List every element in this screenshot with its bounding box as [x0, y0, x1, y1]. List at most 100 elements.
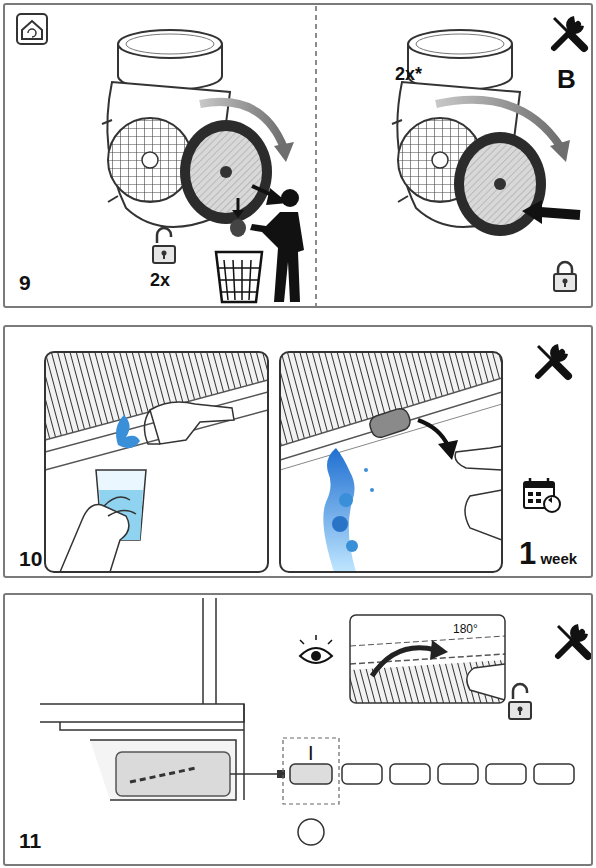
filter-release-step: [418, 420, 448, 446]
angle-label: 180°: [453, 623, 478, 636]
filter-wet-step: [144, 410, 160, 444]
filter-flip-inset: [350, 615, 505, 703]
tools-icon: [558, 624, 588, 656]
dispose-icon: [237, 198, 240, 212]
filter-release-step: [280, 378, 502, 460]
filter-release-step: [455, 446, 502, 470]
step-panel: 9 2x 2x* B: [3, 3, 593, 308]
filter-release-step: [370, 488, 374, 492]
blower-removal: [274, 142, 294, 162]
blower-removal: [102, 30, 294, 227]
control-panel: [486, 764, 526, 784]
filter-wet-step: [45, 352, 268, 572]
blower-fitting: [550, 140, 570, 162]
calendar-icon: [524, 482, 554, 488]
control-panel: [390, 764, 430, 784]
hood-outline: [243, 704, 245, 800]
hood-outline: [90, 740, 236, 800]
dispose-icon: [232, 210, 244, 218]
hood-outline: [203, 598, 216, 704]
filter-release-step: [280, 352, 502, 572]
filter-release-step: [368, 406, 413, 439]
dispose-icon: [216, 252, 262, 302]
dispose-icon: [216, 189, 304, 302]
control-panel: [342, 764, 382, 784]
house-icon: [17, 14, 47, 44]
filter-wet-step: [60, 505, 129, 572]
filter-wet-step: [45, 352, 268, 572]
step-number: 9: [19, 271, 31, 294]
house-icon: [22, 21, 42, 39]
filter-wet-step: [116, 415, 140, 448]
tools-icon: [538, 344, 568, 376]
calendar-icon: [530, 478, 548, 486]
calendar-icon: [548, 497, 552, 503]
calendar-icon: [524, 478, 560, 512]
filter-flip-inset: [350, 636, 505, 703]
filter-release-step: [465, 490, 502, 540]
repeat-count: 2x*: [395, 65, 422, 85]
control-panel: [438, 764, 478, 784]
blower-removal: [220, 166, 232, 178]
divider: [315, 6, 317, 306]
filter-flip-inset: [372, 648, 436, 676]
button-symbol: I: [308, 742, 314, 764]
filter-flip-inset: [430, 640, 448, 660]
filter-wet-step: [150, 402, 234, 444]
filter-flip-inset: [350, 654, 505, 664]
hood-outline: [40, 598, 244, 800]
hood-outline: [130, 768, 196, 782]
control-panel: [290, 764, 332, 784]
blower-fitting: [454, 132, 546, 236]
filter-wet-step: [45, 352, 268, 572]
step-panel: 10 1 week: [3, 325, 593, 578]
dispose-icon: [230, 219, 246, 237]
step-number: 11: [19, 829, 41, 852]
eye-icon: [311, 651, 321, 661]
blower-removal: [190, 131, 262, 213]
filter-flip-inset: [350, 615, 505, 703]
hood-outline: [116, 752, 230, 796]
unlock-icon: [153, 228, 175, 263]
blower-fitting: [494, 178, 506, 190]
hood-outline: [60, 722, 244, 730]
dispose-icon: [281, 189, 299, 207]
step-number: 10: [19, 547, 42, 570]
dispose-icon: [250, 212, 304, 302]
control-panel: [277, 770, 285, 778]
filter-release-step: [339, 493, 353, 507]
filter-release-step: [280, 352, 502, 446]
filter-release-step: [280, 352, 502, 572]
blower-fitting: [540, 212, 580, 215]
filter-release-step: [280, 352, 502, 572]
control-panel: [298, 819, 324, 845]
unlock-icon: [509, 684, 531, 719]
hood-outline: [40, 704, 244, 722]
blower-removal: [180, 120, 272, 224]
filter-release-step: [346, 540, 358, 552]
filter-release-step: [323, 448, 356, 572]
filter-wet-step: [45, 380, 268, 470]
filter-wet-step: [104, 497, 136, 516]
interval-label: 1 week: [519, 537, 577, 571]
control-panel: [230, 773, 280, 775]
control-panel: [283, 738, 339, 804]
blower-fitting: [392, 30, 580, 236]
house-icon: [17, 14, 47, 44]
filter-flip-inset: [350, 660, 505, 703]
lock-icon: [554, 262, 576, 291]
filter-flip-inset: [467, 664, 505, 700]
filter-release-step: [364, 468, 368, 472]
filter-release-step: [280, 352, 502, 572]
step-panel: 11 I 180°: [3, 593, 593, 866]
eye-icon: [300, 635, 332, 663]
control-panel: [230, 738, 574, 845]
repeat-count: 2x: [150, 271, 170, 291]
filter-release-step: [280, 404, 502, 470]
variant-letter: B: [557, 65, 576, 94]
dispose-icon: [218, 260, 260, 300]
calendar-icon: [528, 492, 541, 503]
filter-wet-step: [45, 352, 268, 572]
